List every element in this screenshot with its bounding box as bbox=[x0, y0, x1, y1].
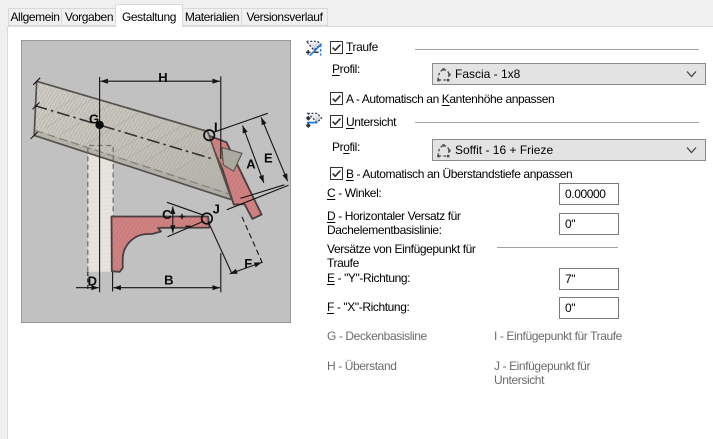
svg-text:C: C bbox=[162, 207, 172, 222]
svg-text:F: F bbox=[244, 256, 252, 271]
svg-text:A: A bbox=[246, 157, 256, 172]
svg-text:B: B bbox=[164, 273, 173, 288]
svg-text:D: D bbox=[88, 274, 97, 289]
svg-text:E: E bbox=[264, 151, 273, 166]
svg-text:G: G bbox=[89, 112, 99, 127]
svg-text:H: H bbox=[158, 70, 167, 85]
svg-text:J: J bbox=[213, 202, 220, 217]
svg-text:I: I bbox=[214, 120, 218, 135]
